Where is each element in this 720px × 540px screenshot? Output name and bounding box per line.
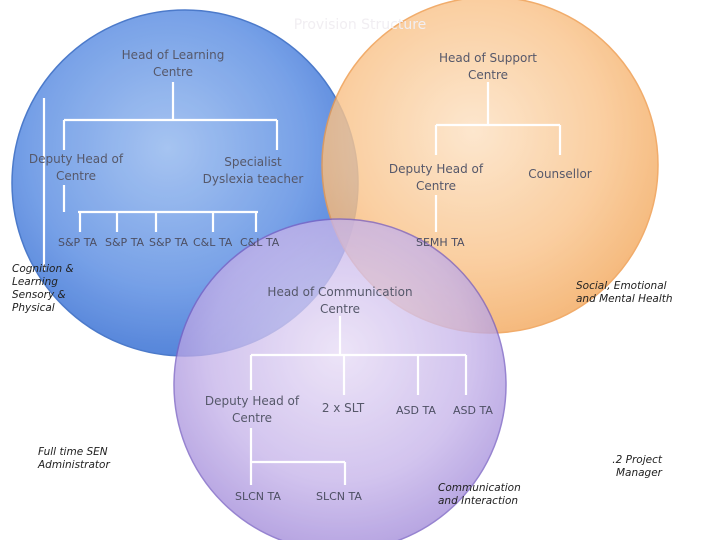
communication-deputy-head: Deputy Head of Centre [192, 393, 312, 427]
semh-line1: Social, Emotional [576, 280, 667, 292]
semh-line2: and Mental Health [576, 293, 673, 305]
communication-deputy-line1: Deputy Head of [204, 394, 300, 408]
specialist-line2: Dyslexia teacher [202, 172, 304, 186]
learning-deputy-line1: Deputy Head of [28, 152, 124, 166]
cognition-line2: Learning [12, 276, 58, 288]
diagram-title: Provision Structure [293, 17, 427, 33]
connector-lines [42, 82, 562, 485]
head-of-communication-centre: Head of Communication Centre [260, 284, 420, 318]
communication-line2: and Interaction [438, 495, 519, 507]
semh-ta: SEMH TA [416, 236, 465, 249]
project-manager-label: .2 Project Manager [608, 454, 662, 480]
sp-ta-2: S&P TA [105, 236, 145, 249]
head-of-learning-line1: Head of Learning [121, 48, 225, 62]
communication-deputy-line2: Centre [231, 411, 273, 425]
cognition-line1: Cognition & [12, 263, 74, 275]
cl-ta-1: C&L TA [193, 236, 233, 249]
project-manager-line1: .2 Project [612, 454, 662, 466]
communication-area-label: Communication and Interaction [438, 482, 521, 508]
slt: 2 x SLT [321, 401, 365, 415]
cognition-learning-label: Cognition & Learning Sensory & Physical [12, 263, 74, 315]
head-of-communication-line2: Centre [319, 302, 361, 316]
cl-ta-2: C&L TA [240, 236, 280, 249]
asd-ta-1: ASD TA [396, 404, 436, 417]
learning-deputy-line2: Centre [55, 169, 97, 183]
cognition-line3: Sensory & [12, 289, 66, 301]
support-deputy-line2: Centre [415, 179, 457, 193]
communication-centre-circle [173, 218, 507, 540]
head-of-learning-line2: Centre [152, 65, 194, 79]
slcn-ta-1: SLCN TA [235, 490, 281, 503]
project-manager-line2: Manager [615, 467, 662, 479]
admin-line1: Full time SEN [38, 446, 108, 458]
specialist-line1: Specialist [224, 155, 282, 169]
sen-administrator-label: Full time SEN Administrator [38, 446, 110, 472]
slcn-ta-2: SLCN TA [316, 490, 362, 503]
head-of-communication-line1: Head of Communication [267, 285, 413, 299]
sp-ta-3: S&P TA [149, 236, 189, 249]
asd-ta-2: ASD TA [453, 404, 493, 417]
cognition-line4: Physical [12, 302, 55, 314]
communication-line1: Communication [438, 482, 521, 494]
head-of-support-line1: Head of Support [438, 51, 537, 65]
sp-ta-1: S&P TA [58, 236, 98, 249]
head-of-support-line2: Centre [467, 68, 509, 82]
admin-line2: Administrator [38, 459, 110, 471]
counsellor: Counsellor [528, 167, 592, 181]
support-deputy-line1: Deputy Head of [388, 162, 484, 176]
head-of-support-centre: Head of Support Centre [428, 50, 548, 84]
head-of-learning-centre: Head of Learning Centre [113, 47, 233, 81]
support-deputy-head: Deputy Head of Centre [376, 161, 496, 195]
semh-area-label: Social, Emotional and Mental Health [576, 280, 673, 306]
specialist-dyslexia-teacher: Specialist Dyslexia teacher [193, 154, 313, 188]
learning-deputy-head: Deputy Head of Centre [16, 151, 136, 185]
